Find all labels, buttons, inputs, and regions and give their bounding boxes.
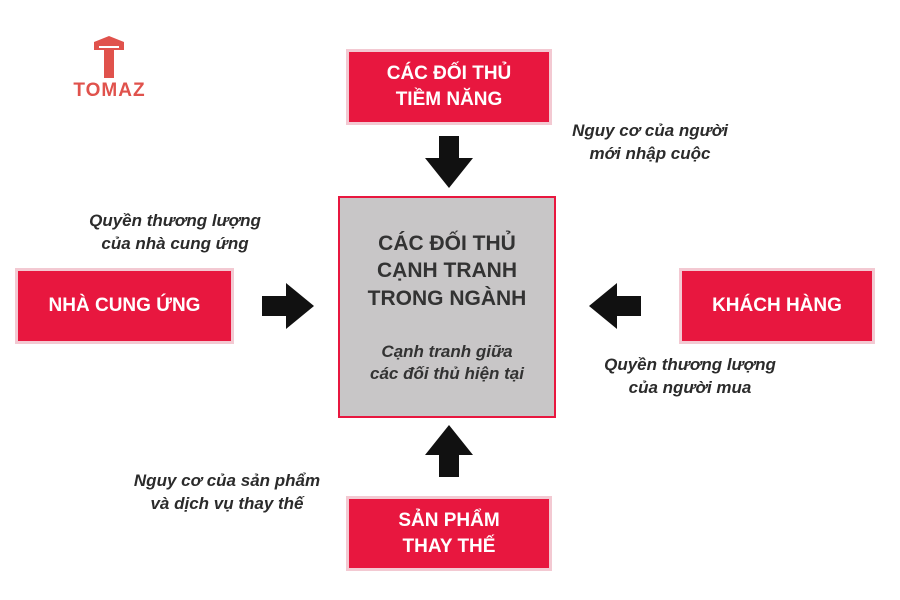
buyer-bargaining-note: Quyền thương lượng của người mua <box>560 354 820 400</box>
potential-competitors-box: CÁC ĐỐI THỦ TIỀM NĂNG <box>349 52 549 122</box>
center-subtitle-line: các đối thủ hiện tại <box>370 364 524 384</box>
logo-text: TOMAZ <box>73 80 146 101</box>
box-label-line: SẢN PHẨM <box>398 509 500 531</box>
arrow-right-icon <box>262 283 314 329</box>
center-title-line: CÁC ĐỐI THỦ <box>378 232 516 255</box>
box-label-line: THAY THẾ <box>402 535 496 557</box>
center-subtitle-line: Cạnh tranh giữa <box>381 342 513 361</box>
note-line: Nguy cơ của người <box>572 121 728 140</box>
box-label-line: NHÀ CUNG ỨNG <box>48 295 201 317</box>
center-title-line: TRONG NGÀNH <box>367 286 527 310</box>
new-entrants-threat-note: Nguy cơ của người mới nhập cuộc <box>530 120 770 166</box>
box-label-line: KHÁCH HÀNG <box>712 295 842 317</box>
arrow-left-icon <box>589 283 641 329</box>
substitutes-box: SẢN PHẨM THAY THẾ <box>349 499 549 568</box>
note-line: của nhà cung ứng <box>101 233 249 253</box>
logo-t-icon <box>94 36 124 78</box>
center-title-line: CẠNH TRANH <box>377 259 517 283</box>
customers-box: KHÁCH HÀNG <box>682 271 872 341</box>
center-title: CÁC ĐỐI THỦ CẠNH TRANH TRONG NGÀNH <box>340 230 554 312</box>
supplier-bargaining-note: Quyền thương lượng của nhà cung ứng <box>44 210 306 256</box>
note-line: và dịch vụ thay thế <box>150 493 304 513</box>
tomaz-logo: TOMAZ <box>62 36 157 106</box>
arrow-up-icon <box>425 425 473 477</box>
box-label-line: TIỀM NĂNG <box>395 89 503 110</box>
note-line: Quyền thương lượng <box>89 211 261 230</box>
substitutes-threat-note: Nguy cơ của sản phẩm và dịch vụ thay thế <box>92 470 362 516</box>
center-subtitle: Cạnh tranh giữa các đối thủ hiện tại <box>340 341 554 385</box>
box-label-line: CÁC ĐỐI THỦ <box>386 63 512 85</box>
note-line: mới nhập cuộc <box>589 143 711 163</box>
note-line: Quyền thương lượng <box>604 355 776 374</box>
industry-rivalry-box: CÁC ĐỐI THỦ CẠNH TRANH TRONG NGÀNH Cạnh … <box>338 196 556 418</box>
note-line: Nguy cơ của sản phẩm <box>133 471 321 490</box>
note-line: của người mua <box>628 377 752 397</box>
arrow-down-icon <box>425 136 473 188</box>
suppliers-box: NHÀ CUNG ỨNG <box>18 271 231 341</box>
